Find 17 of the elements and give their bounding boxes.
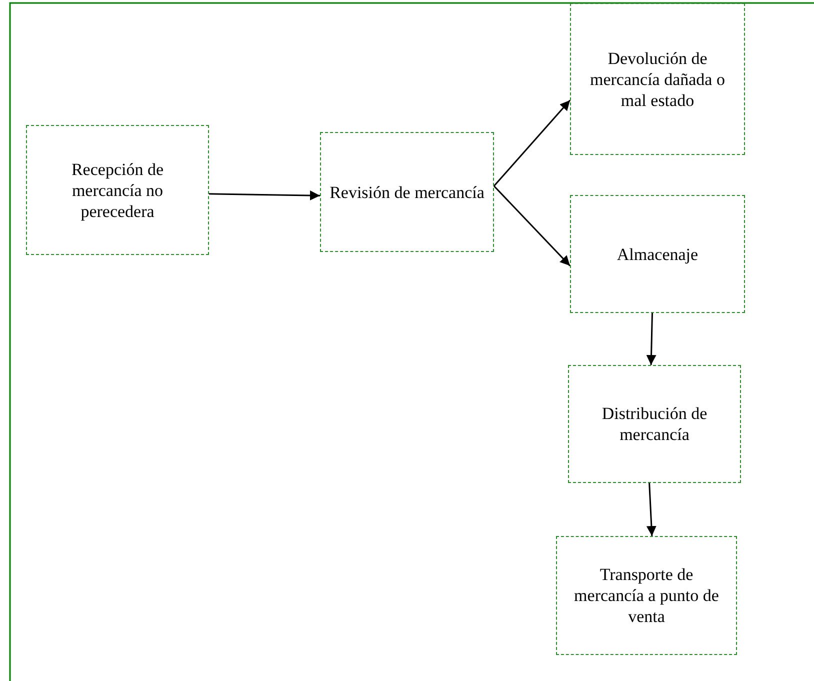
arrow: [493, 185, 571, 266]
process-box: [26, 125, 209, 255]
process-box: [570, 195, 745, 313]
box-label: Recepción de mercancía no perecedera: [70, 158, 165, 222]
process-box: [570, 3, 745, 155]
arrow: [646, 312, 656, 366]
box-label: Transporte de mercancía a punto de venta: [573, 564, 720, 627]
process-box: [568, 365, 741, 483]
box-label: Revisión de mercancía: [330, 182, 484, 202]
arrow: [493, 100, 571, 186]
arrow: [208, 190, 320, 200]
box-label: Almacenaje: [616, 244, 698, 264]
box-label: Devolución de mercancía dañada o mal estado: [589, 48, 726, 110]
arrow: [646, 482, 656, 536]
box-label: Distribución de mercancía: [600, 403, 708, 445]
process-box: [320, 132, 494, 252]
process-box: [556, 536, 737, 655]
